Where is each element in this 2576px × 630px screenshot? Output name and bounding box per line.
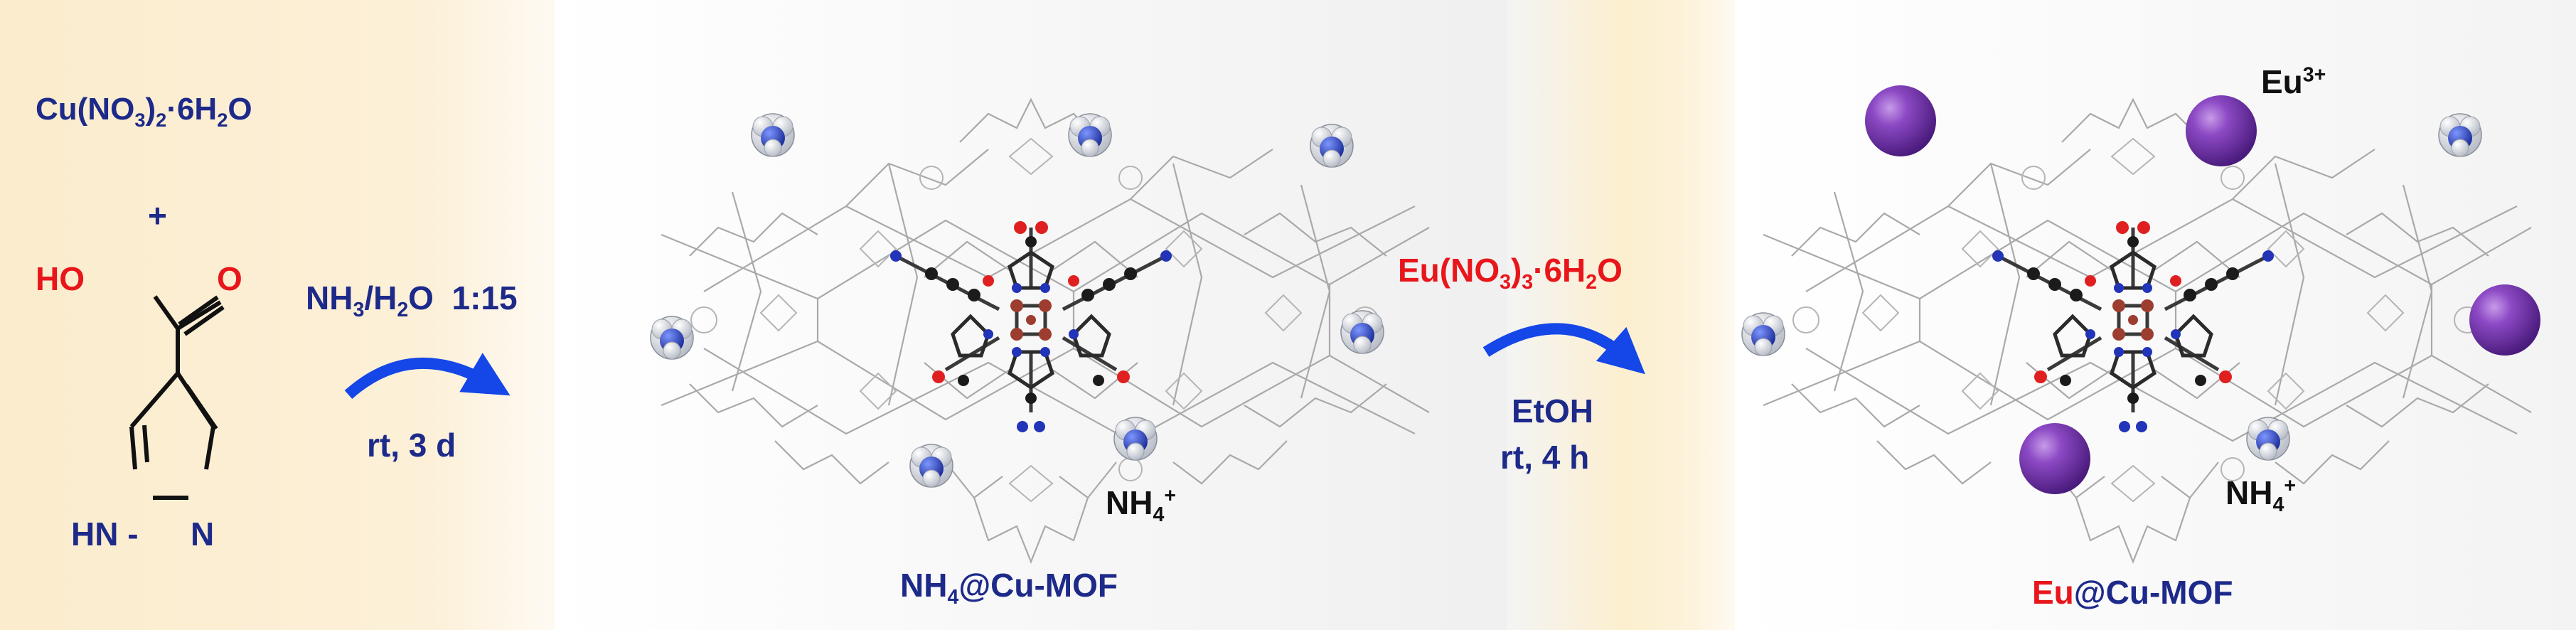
carbonyl-double-bond xyxy=(178,295,225,336)
ammonium-cation-mid-2 xyxy=(1068,113,1112,157)
ammonium-cation-right-2 xyxy=(1741,312,1785,356)
step1-reagent-label: NH3/H2O 1:15 xyxy=(306,279,518,322)
eu-cu-mof-label: Eu@Cu-MOF xyxy=(2032,574,2233,611)
ammonium-cation-mid-6 xyxy=(909,444,953,488)
ammonium-cation-mid-4 xyxy=(650,316,694,360)
plus-sign: + xyxy=(148,197,167,234)
ammonium-cation-mid-1 xyxy=(751,113,795,157)
carbonyl-oxygen-label: O xyxy=(217,260,242,297)
step2-reagent-label: Eu(NO3)3·6H2O xyxy=(1398,252,1623,294)
step1-reaction-arrow xyxy=(344,353,511,399)
ammonium-label-mid: NH4+ xyxy=(1106,484,1176,527)
ammonium-cation-mid-7 xyxy=(1113,417,1158,461)
hydroxyl-label: HO xyxy=(36,260,85,297)
ammonium-cation-mid-3 xyxy=(1310,124,1354,168)
transition-panel-background xyxy=(1507,0,1763,630)
middle-panel-background xyxy=(555,0,1550,630)
step2-reaction-arrow xyxy=(1482,323,1645,375)
europium-ion-2 xyxy=(2186,95,2257,166)
nh4-cu-mof-label: NH4@Cu-MOF xyxy=(900,567,1118,609)
nh4-cu-mof-copper-core xyxy=(890,221,1172,432)
europium-ion-1 xyxy=(1865,85,1936,156)
ammonium-cation-right-3 xyxy=(2246,417,2290,461)
ammonium-label-right: NH4+ xyxy=(2225,474,2296,517)
step2-solvent-label: EtOH xyxy=(1512,393,1593,429)
pyrazole-n-label: N xyxy=(191,516,215,552)
step1-conditions-label: rt, 3 d xyxy=(367,427,456,464)
eu-cu-mof-copper-core xyxy=(1992,221,2274,432)
ammonium-cation-right-1 xyxy=(2438,113,2482,157)
pyrazole-nh-label: HN - xyxy=(71,516,139,552)
step2-conditions-label: rt, 4 h xyxy=(1500,439,1590,476)
copper-nitrate-label: Cu(NO3)2·6H2O xyxy=(36,92,252,131)
europium-ion-label: Eu3+ xyxy=(2261,63,2326,100)
pyrazole-carboxylic-acid-structure xyxy=(129,295,222,500)
europium-ion-3 xyxy=(2469,284,2540,356)
ammonium-cation-mid-5 xyxy=(1340,310,1384,354)
europium-ion-4 xyxy=(2019,423,2090,494)
left-panel-background xyxy=(0,0,611,630)
